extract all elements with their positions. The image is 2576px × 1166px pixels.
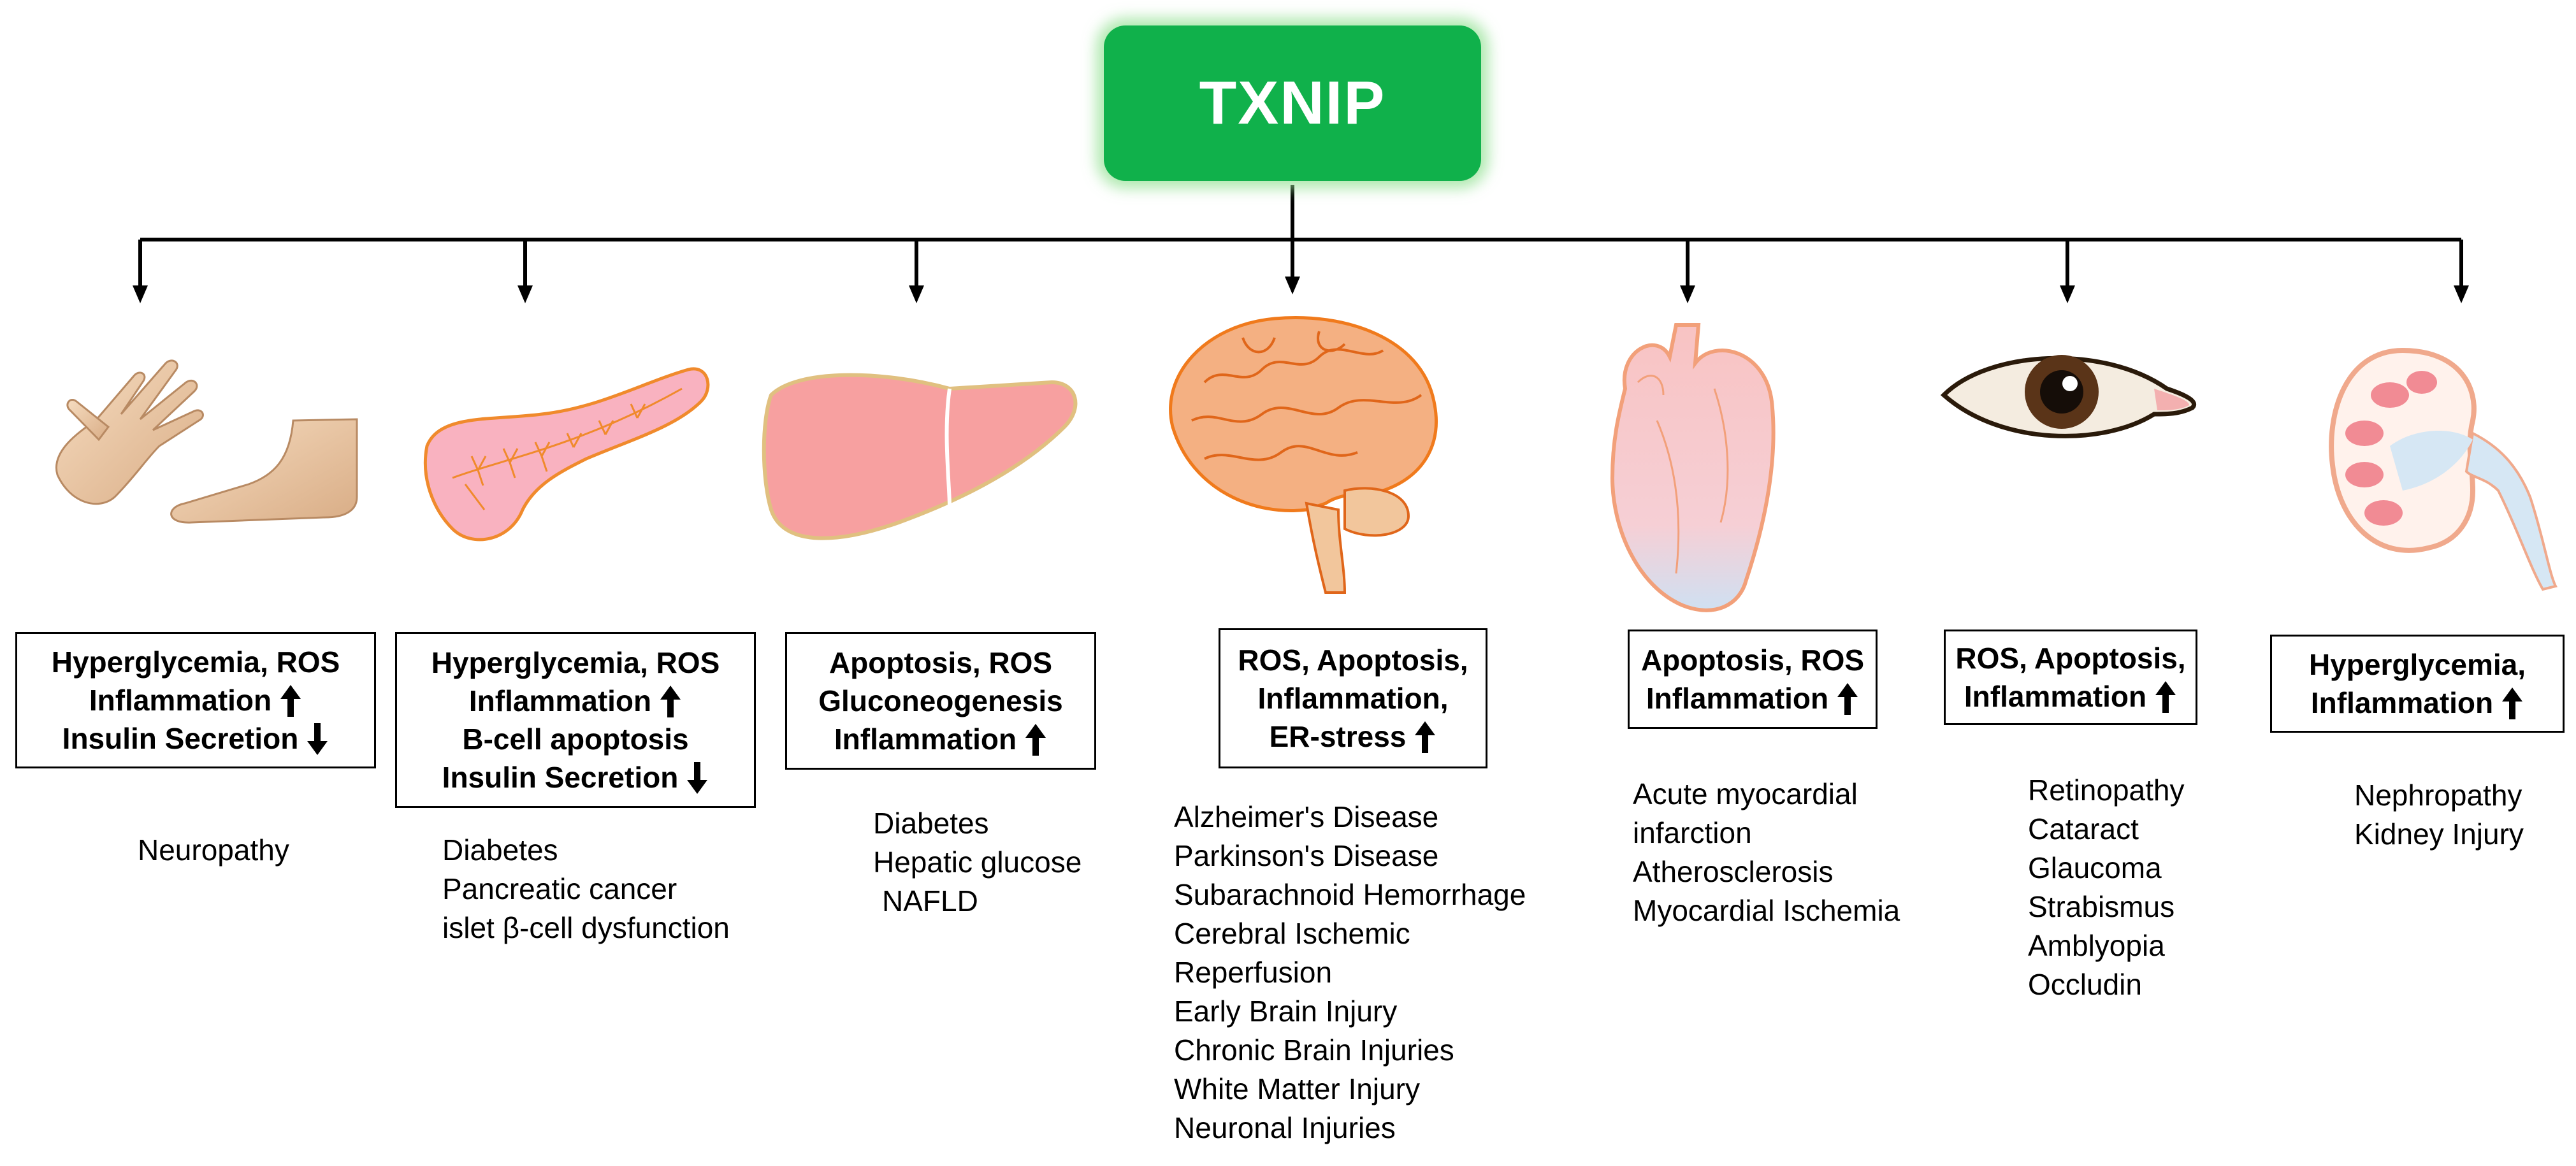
up-arrow-icon: [1024, 720, 1047, 758]
disease-item: Hepatic glucose: [873, 846, 1082, 879]
disease-item: White Matter Injury: [1174, 1072, 1420, 1105]
branch-drop-2: [517, 240, 533, 303]
disease-list-2: Diabetes Pancreatic cancer islet β-cell …: [442, 831, 730, 947]
liver-icon: [762, 373, 1078, 540]
effect-box-3: Apoptosis, ROS Gluconeogenesis Inflammat…: [785, 632, 1096, 770]
up-arrow-icon: [279, 681, 302, 719]
effect-line: Inflammation: [2311, 684, 2524, 722]
pancreas-icon: [423, 367, 710, 542]
disease-list-4: Alzheimer's Disease Parkinson's Disease …: [1174, 798, 1526, 1148]
effect-line: Apoptosis, ROS: [829, 646, 1053, 679]
disease-item: Pancreatic cancer: [442, 872, 677, 905]
effect-box-7: Hyperglycemia, Inflammation: [2270, 635, 2565, 733]
heart-icon: [1610, 323, 1776, 612]
effect-line: Inflammation: [89, 681, 302, 719]
effect-line: Inflammation,: [1257, 682, 1449, 715]
disease-item: Amblyopia: [2028, 929, 2165, 962]
disease-item: Early Brain Injury: [1174, 995, 1398, 1028]
disease-item: Myocardial Ischemia: [1633, 894, 1900, 927]
disease-item: Diabetes: [442, 833, 558, 867]
root-node: TXNIP: [1104, 25, 1481, 181]
branch-drop-6: [2060, 240, 2075, 303]
disease-item: Alzheimer's Disease: [1174, 800, 1439, 833]
down-arrow-icon: [686, 758, 709, 796]
disease-item: Glaucoma: [2028, 851, 2162, 884]
disease-item: Occludin: [2028, 968, 2142, 1001]
effect-line: Inflammation: [1646, 679, 1859, 717]
branch-drop-4: [1285, 240, 1300, 294]
branch-drop-3: [909, 240, 924, 303]
up-arrow-icon: [2501, 684, 2524, 722]
disease-item: Cerebral Ischemic: [1174, 917, 1410, 950]
disease-item: Strabismus: [2028, 890, 2175, 923]
disease-item: Retinopathy: [2028, 774, 2185, 807]
effect-box-2: Hyperglycemia, ROS Inflammation Β-cell a…: [395, 632, 756, 808]
disease-item: Atherosclerosis: [1633, 855, 1834, 888]
effect-line: Inflammation: [469, 682, 682, 720]
disease-item: Reperfusion: [1174, 956, 1333, 989]
effect-line: Hyperglycemia, ROS: [431, 646, 720, 679]
effect-line: ER-stress: [1270, 717, 1437, 756]
effect-line: Β-cell apoptosis: [462, 723, 689, 756]
up-arrow-icon: [2154, 677, 2177, 716]
up-arrow-icon: [659, 682, 682, 720]
disease-list-1: Neuropathy: [138, 831, 289, 870]
disease-item: islet β-cell dysfunction: [442, 911, 730, 944]
effect-box-4: ROS, Apoptosis, Inflammation, ER-stress: [1219, 628, 1487, 768]
disease-item: Subarachnoid Hemorrhage: [1174, 878, 1526, 911]
effect-line: Inflammation: [834, 720, 1047, 758]
disease-item: infarction: [1633, 816, 1752, 849]
branch-drop-1: [133, 240, 148, 303]
effect-line: ROS, Apoptosis,: [1238, 644, 1468, 677]
effect-box-6: ROS, Apoptosis, Inflammation: [1944, 630, 2197, 725]
disease-item: Acute myocardial: [1633, 777, 1858, 810]
disease-list-3: Diabetes Hepatic glucose NAFLD: [873, 804, 1082, 921]
effect-line: Insulin Secretion: [62, 719, 329, 758]
brain-icon: [1169, 316, 1438, 594]
effect-box-1: Hyperglycemia, ROS Inflammation Insulin …: [15, 632, 376, 768]
effect-line: Hyperglycemia,: [2308, 648, 2526, 681]
disease-item: NAFLD: [882, 884, 978, 918]
disease-item: Parkinson's Disease: [1174, 839, 1439, 872]
effect-line: ROS, Apoptosis,: [1955, 642, 2186, 675]
effect-line: Inflammation: [1964, 677, 2177, 716]
branch-drop-5: [1680, 240, 1695, 303]
disease-item: Nephropathy: [2354, 779, 2522, 812]
root-label: TXNIP: [1199, 69, 1386, 137]
disease-list-5: Acute myocardial infarction Atherosclero…: [1633, 775, 1900, 930]
effect-line: Apoptosis, ROS: [1640, 644, 1865, 677]
kidney-icon: [2329, 347, 2558, 591]
disease-item: Chronic Brain Injuries: [1174, 1033, 1454, 1067]
disease-item: Neuronal Injuries: [1174, 1111, 1396, 1144]
disease-item: Cataract: [2028, 812, 2139, 846]
effect-line: Gluconeogenesis: [818, 684, 1063, 717]
effect-box-5: Apoptosis, ROS Inflammation: [1628, 630, 1878, 729]
disease-item: Kidney Injury: [2354, 817, 2524, 851]
down-arrow-icon: [306, 719, 329, 758]
branch-drop-7: [2454, 240, 2469, 303]
disease-item: Diabetes: [873, 807, 989, 840]
disease-list-7: Nephropathy Kidney Injury: [2354, 776, 2524, 854]
disease-item: Neuropathy: [138, 833, 289, 867]
hand-foot-icon: [55, 359, 358, 524]
eye-icon: [1940, 355, 2196, 438]
effect-line: Insulin Secretion: [442, 758, 709, 796]
up-arrow-icon: [1836, 679, 1859, 717]
up-arrow-icon: [1414, 717, 1436, 756]
disease-list-6: Retinopathy Cataract Glaucoma Strabismus…: [2028, 771, 2185, 1004]
effect-line: Hyperglycemia, ROS: [51, 645, 340, 679]
